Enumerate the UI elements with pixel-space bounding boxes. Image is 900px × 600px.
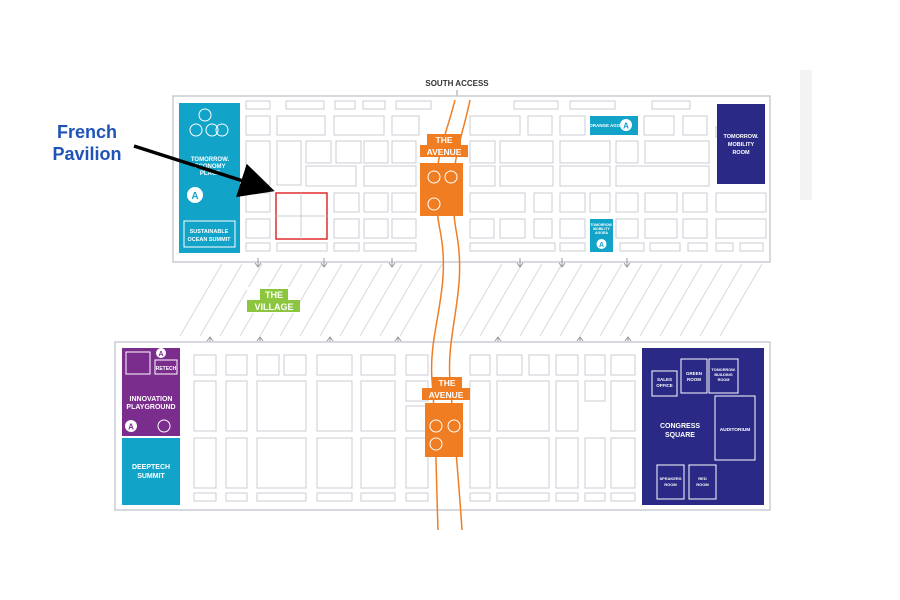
economy-line-3: PLACE — [200, 171, 220, 177]
retech-label: RETECH — [156, 366, 177, 372]
mobility-room-line-3: ROOM — [732, 150, 750, 156]
avenue-upper-label-bg-2 — [420, 145, 468, 157]
innovation-line-1: INNOVATION — [130, 396, 173, 403]
deeptech-summit-zone[interactable] — [122, 438, 180, 505]
innovation-badge-bottom: A — [128, 423, 134, 432]
callout-arrow — [133, 144, 275, 198]
south-access-label: SOUTH ACCESS — [425, 79, 489, 88]
cafe-icon — [427, 170, 441, 184]
avenue-lower-label-bg-2 — [422, 388, 470, 400]
economy-line-1: TOMORROW. — [191, 157, 230, 163]
economy-icons — [189, 108, 229, 137]
speakers-room[interactable] — [656, 464, 685, 500]
green-line-1: GREEN — [686, 371, 702, 376]
french-pavilion-booth[interactable] — [275, 192, 328, 240]
innovation-badge-icon — [156, 348, 166, 358]
village-label-top-bg — [260, 289, 288, 300]
auditorium-label: AUDITORIUM — [720, 427, 751, 433]
sales-office[interactable] — [651, 370, 678, 397]
retech-box — [154, 359, 178, 375]
agora-badge-icon — [187, 187, 203, 203]
auditorium[interactable] — [714, 395, 756, 461]
sustainable-ocean-summit[interactable] — [183, 220, 236, 248]
village-label-bottom-bg — [247, 300, 300, 312]
callout-line-2: Pavilion — [52, 144, 122, 164]
building-line-3: ROOM — [718, 378, 730, 382]
avenue-upper-hub[interactable] — [420, 163, 463, 216]
tomorrow-mobility-room[interactable] — [717, 104, 765, 184]
innovation-line-2: PLAYGROUND — [126, 404, 175, 411]
lower-hall-booths — [193, 354, 636, 502]
innovation-screen-icon — [125, 351, 151, 375]
green-room[interactable] — [680, 358, 708, 394]
mobility-agora-zone[interactable] — [590, 219, 613, 252]
callout-line-1: French — [56, 122, 117, 142]
ocean-summit-line-2: OCEAN SUMMIT — [187, 237, 231, 243]
building-line-1: TOMORROW. — [711, 368, 735, 372]
mobility-agora-line-2: MOBILITY — [593, 227, 610, 231]
agora-badge-letter: A — [191, 191, 198, 202]
avenue-lower-hub[interactable] — [425, 403, 463, 457]
deeptech-line-2: SUMMIT — [137, 473, 165, 480]
mobility-agora-badge-icon — [596, 239, 607, 249]
mobility-room-line-2: MOBILITY — [728, 142, 755, 148]
sales-line-1: SALES — [657, 377, 672, 382]
orange-agora-badge-icon — [620, 119, 632, 131]
mobility-agora-line-1: TOMORROW. — [590, 223, 612, 227]
avenue-lower-line-2: AVENUE — [429, 390, 464, 400]
sales-line-2: OFFICE — [656, 383, 673, 388]
rocket-icon — [157, 419, 171, 433]
orange-agora-label: ORANGE AGORA — [589, 123, 627, 128]
toilet-icon — [427, 197, 441, 211]
cafe-icon-lower — [429, 419, 443, 433]
green-line-2: ROOM — [687, 377, 701, 382]
innovation-badge-bottom-icon — [125, 420, 137, 432]
speakers-line-2: ROOM — [664, 482, 677, 487]
red-room[interactable] — [688, 464, 717, 500]
avenue-upper-label-bg-1 — [427, 134, 461, 145]
avenue-lower-label-bg-1 — [432, 377, 462, 388]
avenue-upper-line-2: AVENUE — [427, 147, 462, 157]
red-line-2: ROOM — [696, 482, 709, 487]
building-room[interactable] — [708, 358, 739, 394]
building-line-2: BUILDING — [714, 373, 732, 377]
mobility-agora-line-3: AGORA — [595, 231, 609, 235]
congress-square-zone[interactable] — [642, 348, 764, 505]
deeptech-line-1: DEEPTECH — [132, 464, 170, 471]
upper-hall-booths — [245, 100, 767, 252]
village-line-2: VILLAGE — [254, 302, 293, 312]
edge-shadow — [800, 70, 812, 200]
congress-line-1: CONGRESS — [660, 423, 700, 430]
innovation-badge-top: A — [158, 351, 163, 358]
mobility-room-line-1: TOMORROW. — [723, 134, 759, 140]
village-line-1: THE — [265, 290, 283, 300]
info-icon-lower — [447, 419, 461, 433]
red-line-1: RED — [698, 476, 707, 481]
mobility-agora-badge: A — [599, 242, 604, 249]
info-icon — [444, 170, 458, 184]
congress-line-2: SQUARE — [665, 432, 695, 439]
french-pavilion-callout: French Pavilion — [45, 121, 129, 165]
orange-agora-badge: A — [623, 122, 629, 131]
economy-line-2: ECONOMY — [194, 164, 225, 170]
avenue-upper-line-1: THE — [436, 135, 453, 145]
avenue-lower-line-1: THE — [439, 378, 456, 388]
speakers-line-1: SPEAKERS — [659, 476, 681, 481]
upper-hall — [172, 95, 771, 263]
toilet-icon-lower — [429, 437, 443, 451]
ocean-summit-line-1: SUSTAINABLE — [190, 229, 229, 235]
